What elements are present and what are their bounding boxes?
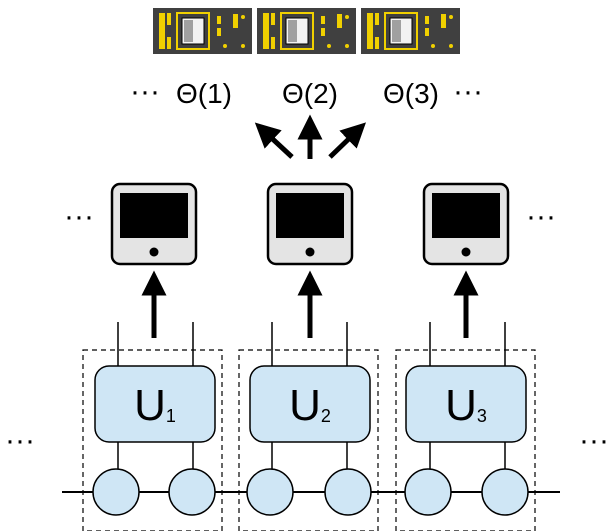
unitary-box [405, 365, 527, 443]
unitary-box [94, 365, 216, 443]
unit-ellipsis-left: ··· [5, 424, 35, 457]
theta-label-1: Θ(1) [176, 78, 232, 109]
chip-card-icon [153, 8, 252, 54]
node-circle [168, 468, 216, 516]
theta-label-3: Θ(3) [383, 78, 439, 109]
node-circle [481, 468, 529, 516]
unit-block-3: U3 [395, 322, 536, 531]
unitary-label: U3 [445, 381, 487, 430]
arrow-icon [328, 122, 367, 159]
node-circle [246, 468, 294, 516]
arrow-icon [254, 122, 294, 159]
monitor-icon [422, 182, 510, 266]
unitary-box [249, 365, 371, 443]
node-circle [92, 468, 140, 516]
top-ellipsis-right: ··· [453, 75, 483, 108]
unit-block-2: U2 [238, 322, 379, 531]
monitor-icon [266, 182, 354, 266]
unitary-label: U2 [289, 381, 331, 430]
block-frame [238, 349, 379, 531]
theta-label-2: Θ(2) [282, 78, 338, 109]
top-ellipsis-left: ··· [130, 75, 160, 108]
chip-card-icon [257, 8, 356, 54]
block-frame [395, 349, 536, 531]
monitor-ellipsis-left: ··· [64, 200, 94, 233]
monitor-icon [110, 182, 198, 266]
chip-card-icon [361, 8, 460, 54]
block-frame [82, 349, 223, 531]
unit-ellipsis-right: ··· [579, 424, 609, 457]
unit-block-1: U1 [82, 322, 223, 531]
node-circle [324, 468, 372, 516]
output-arrows [254, 114, 367, 159]
node-circle [404, 468, 452, 516]
monitor-ellipsis-right: ··· [526, 200, 556, 233]
unitary-label: U1 [134, 381, 176, 430]
